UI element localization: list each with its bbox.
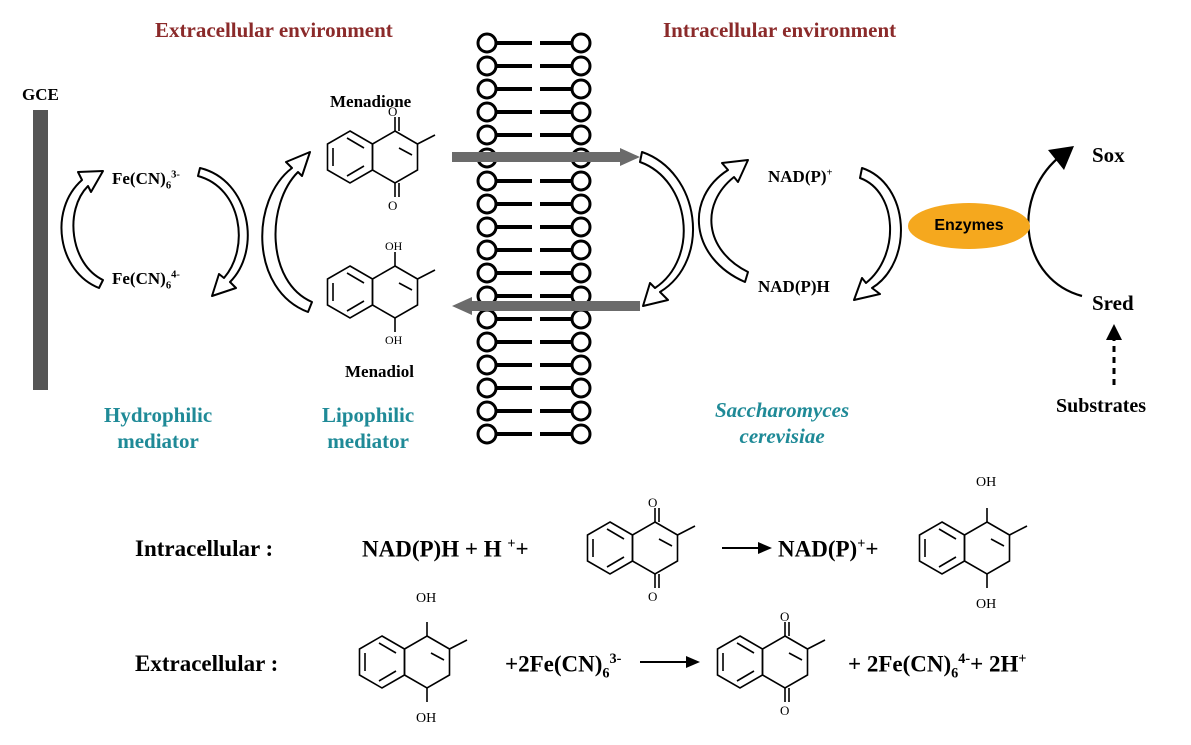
eq1-right-side: NAD(P)++ <box>778 536 879 562</box>
eq2-right-side: + 2Fe(CN)64-+ 2H+ <box>848 651 1027 682</box>
menadione-label: Menadione <box>330 92 412 111</box>
eq1-left-side: NAD(P)H + H ++ <box>362 536 529 562</box>
nadph-label: NAD(P)H <box>758 277 830 296</box>
menadiol-to-menadione-arrow <box>261 151 313 313</box>
gce-electrode <box>33 110 48 390</box>
eq2-ferricyanide-term: +2Fe(CN)63- <box>505 651 622 682</box>
intracellular-environment-label: Intracellular environment <box>663 18 897 42</box>
eq2-menadiol-structure <box>358 621 468 703</box>
gce-label: GCE <box>22 85 59 104</box>
substrates-label: Substrates <box>1056 395 1147 417</box>
nadph-to-nadp-arrow <box>697 159 749 283</box>
eq2-menadione-structure <box>716 621 826 703</box>
ferricyanide-to-ferrocyanide-arrow <box>197 167 249 297</box>
eq2-arrow <box>640 656 700 668</box>
nadp-to-nadph-arrow <box>853 167 902 301</box>
eq1-menadione-structure <box>586 507 696 589</box>
menadione-bottom-oxygen: O <box>388 198 398 213</box>
eq1-menadione-top-oxygen: O <box>648 495 658 510</box>
sred-label: Sred <box>1092 291 1134 315</box>
eq1-arrow <box>722 542 772 554</box>
nadp-oxidized-label: NAD(P)+ <box>768 167 833 186</box>
menadione-top-oxygen: O <box>388 104 398 119</box>
menadiol-top-hydroxyl: OH <box>385 239 403 253</box>
ferrocyanide-to-ferricyanide-arrow <box>60 170 104 289</box>
eq2-extracellular-label: Extracellular : <box>135 651 279 676</box>
menadiol-bottom-hydroxyl: OH <box>385 333 403 347</box>
menadiol-label: Menadiol <box>345 362 414 381</box>
eq1-menadiol-structure <box>918 507 1028 589</box>
sox-label: Sox <box>1092 143 1125 167</box>
eq2-menadione-bottom-oxygen: O <box>780 703 790 718</box>
menadione-to-menadiol-intracellular-arrow <box>639 151 694 307</box>
menadione-transport-arrow <box>452 148 640 166</box>
menadiol-transport-arrow <box>452 297 640 315</box>
enzymes-badge: Enzymes <box>908 203 1030 249</box>
sred-to-sox-arrow <box>1027 146 1083 298</box>
ferricyanide-label: Fe(CN)63- <box>112 169 180 192</box>
menadione-structure <box>326 116 436 198</box>
eq1-menadiol-bottom-hydroxyl: OH <box>976 597 997 612</box>
eq1-menadione-bottom-oxygen: O <box>648 589 658 604</box>
extracellular-environment-label: Extracellular environment <box>155 18 393 42</box>
lipid-membrane <box>476 32 592 445</box>
ferrocyanide-label: Fe(CN)64- <box>112 269 180 292</box>
menadiol-structure <box>326 251 436 333</box>
eq2-menadiol-bottom-hydroxyl: OH <box>416 711 437 726</box>
eq2-menadiol-top-hydroxyl: OH <box>416 591 437 606</box>
eq2-menadione-top-oxygen: O <box>780 609 790 624</box>
eq1-menadiol-top-hydroxyl: OH <box>976 475 997 490</box>
substrates-to-sred-arrow <box>1106 324 1122 385</box>
eq1-intracellular-label: Intracellular : <box>135 536 274 561</box>
